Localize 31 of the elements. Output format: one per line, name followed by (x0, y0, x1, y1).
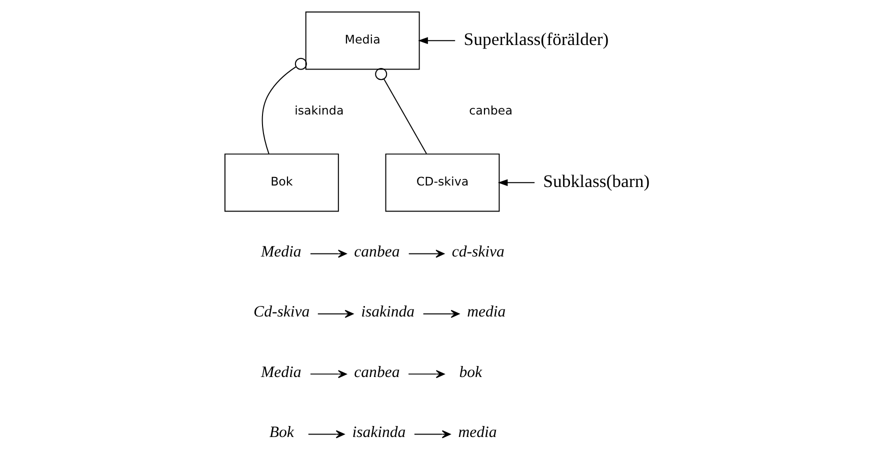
connector (374, 68, 426, 154)
node-text: canbea (354, 364, 400, 381)
arrow (413, 430, 450, 438)
node-text: isakinda (352, 424, 406, 442)
node-text: media (466, 304, 506, 321)
arrow (422, 310, 460, 318)
node-text: Cd-skiva (253, 304, 310, 321)
label: canbea (468, 104, 512, 118)
arrow (408, 250, 444, 258)
arrow (307, 430, 344, 438)
node-box: CD-skiva (384, 154, 500, 212)
node-box: Media (304, 12, 420, 70)
node-text: Superklass(förälder) (463, 28, 608, 49)
arrow (497, 179, 535, 186)
node-text: Media (260, 243, 301, 260)
node-text: bok (458, 364, 482, 381)
node-text: Bok (268, 424, 294, 442)
node-text: isakinda (360, 304, 414, 321)
node-text: Media (260, 364, 301, 381)
node-text: media (458, 424, 496, 442)
arrow (316, 310, 354, 318)
node-box: Bok (224, 154, 338, 212)
label: isakinda (294, 104, 344, 118)
arrow (408, 370, 444, 378)
node-text: canbea (354, 243, 400, 260)
node-text: cd-skiva (451, 243, 504, 260)
arrow (309, 250, 346, 258)
arrow (309, 370, 346, 378)
node-text: Subklass(barn) (542, 171, 650, 192)
arrow (418, 37, 456, 44)
connector (261, 58, 306, 154)
